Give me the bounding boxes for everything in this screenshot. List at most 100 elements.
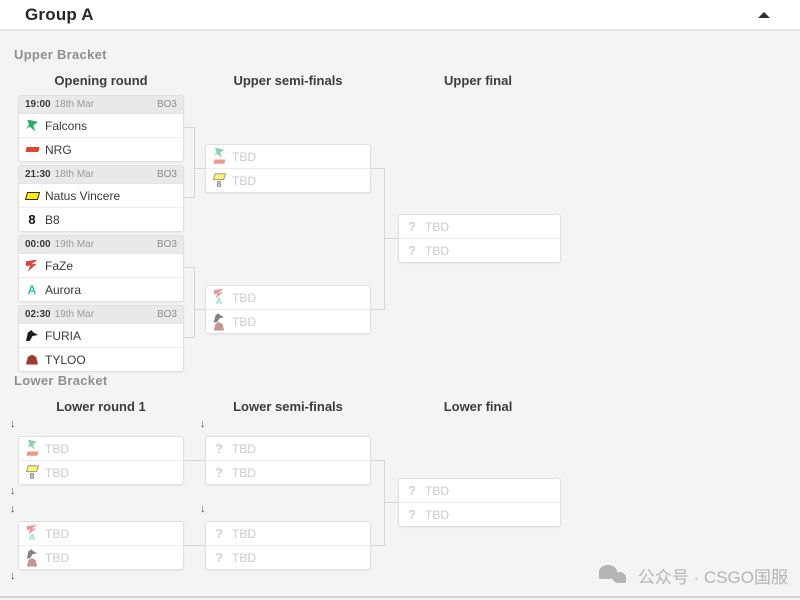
connector-line [384,502,398,503]
tbd-label: TBD [232,314,256,329]
tbd-label: TBD [45,465,69,480]
team-row[interactable]: ? TBD [399,479,560,502]
team-row[interactable]: ? TBD [206,545,370,569]
team-name: TYLOO [45,352,86,367]
tbd-label: TBD [232,526,256,541]
connector-line [371,460,384,461]
tbd-label: TBD [425,483,449,498]
team-name: Falcons [45,118,88,133]
match-ub-opening-4[interactable]: 02:30 19th Mar BO3 FURIA TYLOO [18,305,184,372]
match-format: BO3 [156,239,177,250]
team-row[interactable]: A TBD [19,522,183,545]
unknown-team-icon: ? [215,465,223,480]
match-ub-opening-2[interactable]: 21:30 18th Mar BO3 Natus Vincere 8 B8 [18,165,184,232]
connector-line [184,337,195,338]
team-row[interactable]: A Aurora [19,277,183,301]
bottom-divider [0,596,800,598]
tyloo-logo [213,322,224,331]
unknown-team-icon: ? [215,550,223,565]
team-row[interactable]: ? TBD [206,460,370,484]
match-lb-semifinal-2[interactable]: ? TBD ? TBD [205,521,371,570]
nrg-logo [213,157,224,166]
match-date: 18th Mar [54,99,95,110]
match-date: 18th Mar [54,169,95,180]
column-header-lower-final: Lower final [443,399,513,414]
team-row[interactable]: 8 TBD [206,168,370,192]
match-lb-semifinal-1[interactable]: ? TBD ? TBD [205,436,371,485]
team-name: FaZe [45,258,74,273]
nrg-logo [25,143,39,157]
connector-line [194,168,205,169]
team-row[interactable]: TBD [19,545,183,569]
falcons-logo [213,148,224,157]
match-date: 19th Mar [54,239,95,250]
match-ub-final[interactable]: ? TBD ? TBD [398,214,561,263]
team-row[interactable]: Natus Vincere [19,183,183,207]
match-header: 21:30 18th Mar BO3 [19,166,183,183]
team-row[interactable]: ? TBD [206,437,370,460]
tbd-label: TBD [425,219,449,234]
match-ub-semifinal-2[interactable]: A TBD TBD [205,285,371,334]
column-header-lower-round-1: Lower round 1 [56,399,146,414]
connector-line [194,309,205,310]
connector-line [184,127,195,128]
team-row[interactable]: ? TBD [399,502,560,526]
team-row[interactable]: ? TBD [399,215,560,238]
connector-line [384,460,385,546]
furia-logo [213,313,224,322]
possible-teams-logos [213,313,225,330]
natus-vincere-logo [25,189,39,203]
tyloo-logo [25,353,39,367]
match-ub-semifinal-1[interactable]: TBD 8 TBD [205,144,371,193]
team-name: NRG [45,142,72,157]
match-format: BO3 [156,309,177,320]
connector-line [371,309,384,310]
natus-vincere-logo [26,464,37,473]
tbd-label: TBD [232,441,256,456]
team-row[interactable]: 8 TBD [19,460,183,484]
possible-teams-logos: 8 [213,172,225,189]
team-row[interactable]: ? TBD [206,522,370,545]
unknown-team-icon: ? [408,507,416,522]
match-lb-round1-1[interactable]: TBD 8 TBD [18,436,184,485]
team-row[interactable]: TBD [206,145,370,168]
connector-line [384,168,385,310]
possible-teams-logos: 8 [26,464,38,481]
watermark: 公众号 · CSGO国服 [598,563,788,588]
tbd-label: TBD [45,441,69,456]
collapse-chevron-up-icon[interactable] [758,11,770,18]
match-time: 00:00 [25,239,51,250]
match-lb-final[interactable]: ? TBD ? TBD [398,478,561,527]
team-row[interactable]: A TBD [206,286,370,309]
connector-line [184,267,195,268]
falcons-logo [26,440,37,449]
team-row[interactable]: FURIA [19,323,183,347]
team-row[interactable]: NRG [19,137,183,161]
team-row[interactable]: 8 B8 [19,207,183,231]
b8-logo: 8 [28,212,36,227]
tbd-label: TBD [232,550,256,565]
drop-arrow-icon: ↓ [10,503,16,515]
match-lb-round1-2[interactable]: A TBD TBD [18,521,184,570]
team-row[interactable]: ? TBD [399,238,560,262]
team-name: B8 [45,212,60,227]
team-row[interactable]: TBD [19,437,183,460]
match-ub-opening-1[interactable]: 19:00 18th Mar BO3 Falcons NRG [18,95,184,162]
falcons-logo [25,119,39,133]
team-row[interactable]: TYLOO [19,347,183,371]
group-title: Group A [25,4,94,24]
column-header-opening-round: Opening round [54,73,148,88]
drop-arrow-icon: ↓ [10,570,16,582]
aurora-logo: A [215,296,223,306]
aurora-logo: A [28,532,36,542]
team-row[interactable]: TBD [206,309,370,333]
team-row[interactable]: Falcons [19,113,183,137]
drop-arrow-icon: ↓ [200,418,206,430]
connector-line [184,460,205,461]
team-row[interactable]: FaZe [19,253,183,277]
match-header: 19:00 18th Mar BO3 [19,96,183,113]
possible-teams-logos: A [26,525,38,542]
tbd-label: TBD [45,550,69,565]
match-ub-opening-3[interactable]: 00:00 19th Mar BO3 FaZe A Aurora [18,235,184,302]
